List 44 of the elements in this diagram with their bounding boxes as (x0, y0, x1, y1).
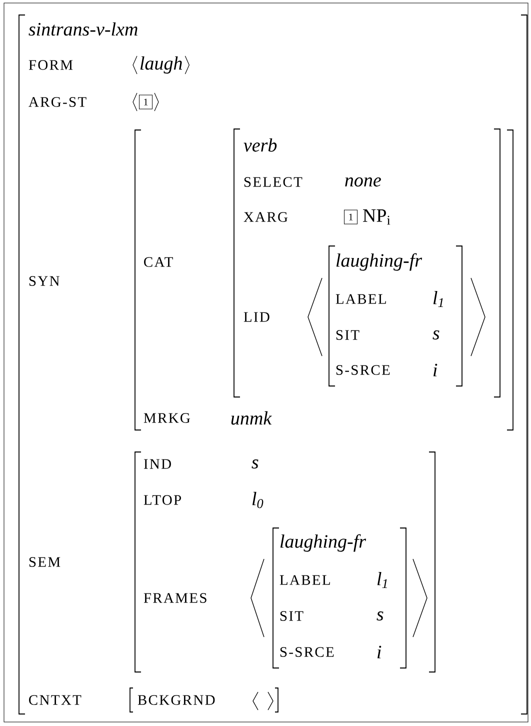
avm-matrix (328, 246, 462, 386)
feature-value: unmk (231, 411, 272, 425)
feature-name: SIT (336, 330, 360, 340)
feature-name: IND (144, 459, 171, 469)
feature-name: ARG-ST (28, 97, 86, 107)
feature-value: laughing-fr (336, 253, 422, 271)
avm-matrix (134, 130, 514, 430)
feature-name: S-SRCE (280, 647, 334, 657)
feature-name: LTOP (144, 495, 181, 505)
feature-value: s (252, 459, 258, 469)
feature-name: SELECT (244, 177, 302, 187)
feature-name: SYN (29, 276, 60, 286)
feature-name: LABEL (336, 294, 386, 304)
feature-name: LID (244, 312, 270, 322)
feature-name: FORM (28, 60, 73, 70)
feature-value: l$_{1}$ (377, 572, 387, 588)
feature-value: s (376, 611, 384, 621)
tag-box: 1 (344, 210, 358, 224)
feature-value: l$_{0}$ (252, 492, 264, 508)
feature-value: l$_{1}$ (433, 291, 443, 307)
feature-name: CAT (144, 257, 173, 267)
feature-name: CNTXT (29, 695, 82, 705)
feature-value: laugh (140, 56, 182, 74)
avm-matrix (134, 452, 436, 672)
feature-name: XARG (244, 212, 288, 222)
tag-box: 1 (139, 94, 152, 110)
feature-value: laughing-fr (280, 534, 366, 552)
feature-name: S-SRCE (336, 365, 390, 375)
feature-value: i (378, 646, 382, 658)
avm-matrix (272, 528, 406, 668)
feature-value: i (434, 364, 438, 376)
feature-name: FRAMES (144, 593, 206, 603)
avm-matrix (130, 688, 278, 712)
avm-matrix (234, 128, 500, 398)
feature-name: SEM (29, 557, 60, 567)
feature-name: MRKG (144, 413, 190, 423)
feature-name: BCKGRND (138, 695, 215, 705)
feature-value: NP$_{i}$ (363, 209, 390, 225)
feature-name: LABEL (280, 575, 330, 585)
feature-value: sintrans-v-lxm (28, 22, 138, 36)
feature-value: verb (244, 138, 277, 152)
feature-value: s (432, 330, 440, 340)
feature-name: SIT (280, 611, 304, 621)
feature-value: none (345, 177, 381, 187)
